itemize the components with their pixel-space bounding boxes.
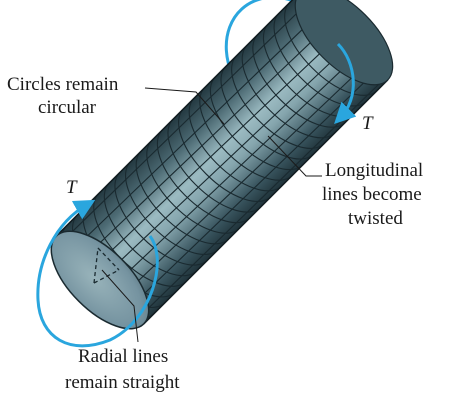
- longitudinal-line: [80, 22, 332, 262]
- radial-lines: [93, 247, 120, 284]
- circle-line: [220, 66, 314, 160]
- label-longitudinal-line1: Longitudinal: [325, 160, 423, 181]
- torque-label-left: T: [66, 177, 78, 198]
- label-radial-line2: remain straight: [65, 372, 180, 393]
- circle-line: [199, 87, 293, 181]
- torque-label-right: T: [362, 113, 374, 134]
- longitudinal-line: [109, 52, 361, 290]
- label-longitudinal-line3: twisted: [348, 208, 403, 229]
- circle-line: [188, 97, 283, 192]
- leader-radial: [101, 269, 139, 343]
- leader-longitudinal: [267, 135, 322, 177]
- circle-line: [178, 108, 272, 202]
- torque-arrow-right: [334, 42, 357, 124]
- leader-circles: [144, 87, 225, 125]
- label-radial-line1: Radial lines: [78, 346, 168, 367]
- longitudinal-line: [61, 0, 310, 243]
- circle-line: [252, 34, 346, 128]
- shaft-outline: [55, 0, 301, 237]
- circle-line: [114, 172, 208, 266]
- label-longitudinal-line2: lines become: [322, 184, 422, 205]
- circle-line: [284, 2, 378, 96]
- longitudinal-line: [90, 32, 342, 271]
- label-circles-line1: Circles remain: [7, 74, 119, 95]
- shaft-cylinder: [56, 0, 388, 324]
- far-end-cap: [294, 0, 394, 86]
- circle-line: [231, 55, 325, 149]
- longitudinal-line: [118, 60, 370, 300]
- longitudinal-line: [70, 11, 321, 252]
- torque-arrow-left: [36, 199, 159, 348]
- longitudinal-line: [99, 42, 352, 281]
- circle-line: [103, 182, 198, 277]
- circle-line: [209, 76, 304, 171]
- circle-line: [241, 44, 336, 139]
- label-circles-line2: circular: [38, 97, 97, 118]
